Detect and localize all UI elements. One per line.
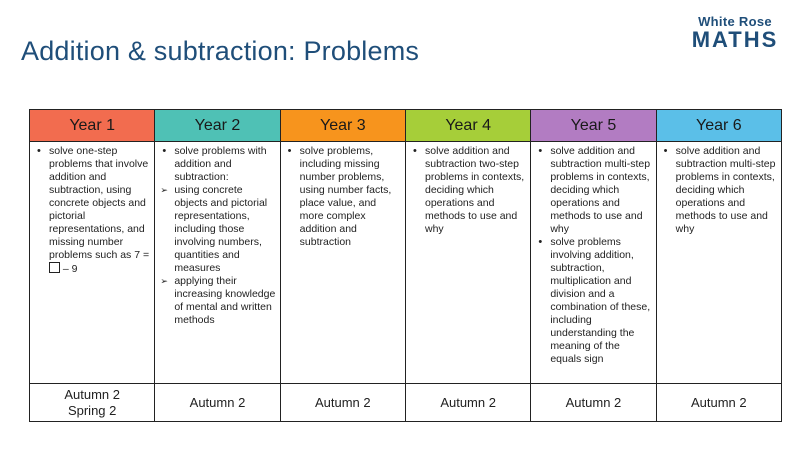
page-title: Addition & subtraction: Problems <box>21 36 420 66</box>
objectives-row: solve one-step problems that involve add… <box>28 141 783 384</box>
list-item: solve addition and subtraction multi-ste… <box>536 145 651 236</box>
curriculum-table: Year 1 Year 2 Year 3 Year 4 Year 5 Year … <box>28 109 783 422</box>
missing-number-box <box>49 262 60 273</box>
year-2-term: Autumn 2 <box>154 383 281 422</box>
list-item: solve problems, including missing number… <box>286 145 401 249</box>
year-4-header: Year 4 <box>404 109 532 142</box>
year-2-objectives: solve problems with addition and subtrac… <box>154 141 281 384</box>
year-6-term: Autumn 2 <box>655 383 783 422</box>
year-5-header: Year 5 <box>530 109 657 142</box>
year-3-term: Autumn 2 <box>279 383 406 422</box>
terms-row: Autumn 2 Spring 2 Autumn 2 Autumn 2 Autu… <box>28 383 783 422</box>
logo-bottom-text: MATHS <box>691 27 779 52</box>
list-item: solve problems involving addition, subtr… <box>536 236 651 366</box>
sub-list-item: applying their increasing knowledge of m… <box>160 275 275 327</box>
year-6-objectives: solve addition and subtraction multi-ste… <box>655 141 783 384</box>
year-3-objectives: solve problems, including missing number… <box>279 141 406 384</box>
year-4-term: Autumn 2 <box>404 383 532 422</box>
list-item: solve one-step problems that involve add… <box>35 145 150 276</box>
term-line: Spring 2 <box>67 402 117 418</box>
year-4-objectives: solve addition and subtraction two-step … <box>404 141 532 384</box>
logo-top-text: White Rose <box>698 14 772 29</box>
list-item: solve addition and subtraction multi-ste… <box>662 145 777 236</box>
year-2-header: Year 2 <box>154 109 281 142</box>
year-6-header: Year 6 <box>655 109 783 142</box>
white-rose-maths-logo: White Rose MATHS <box>675 14 795 51</box>
year-1-objectives: solve one-step problems that involve add… <box>28 141 156 384</box>
year-3-header: Year 3 <box>279 109 406 142</box>
year-header-row: Year 1 Year 2 Year 3 Year 4 Year 5 Year … <box>28 109 783 142</box>
term-line: Autumn 2 <box>64 386 120 402</box>
list-item: solve addition and subtraction two-step … <box>411 145 526 236</box>
year-5-objectives: solve addition and subtraction multi-ste… <box>530 141 657 384</box>
list-item: solve problems with addition and subtrac… <box>160 145 275 184</box>
year-1-header: Year 1 <box>28 109 156 142</box>
year-5-term: Autumn 2 <box>530 383 657 422</box>
year-1-term: Autumn 2 Spring 2 <box>28 383 156 422</box>
sub-list-item: using concrete objects and pictorial rep… <box>160 184 275 275</box>
